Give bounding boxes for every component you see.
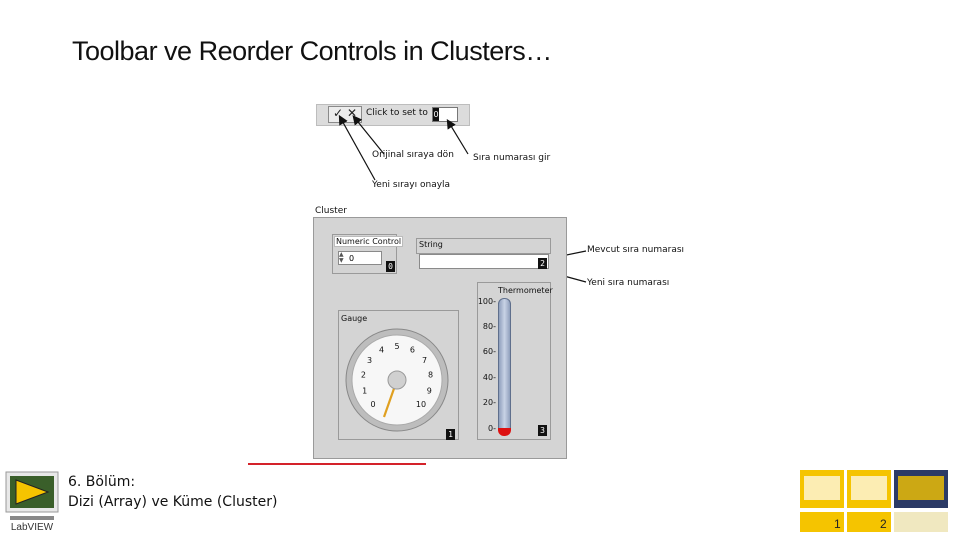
callout-new-order: Yeni sıra numarası [587,278,670,288]
arrow-confirm [338,114,376,181]
chapter-name: Dizi (Array) ve Küme (Cluster) [68,494,278,510]
click-to-set-label: Click to set to [366,108,428,118]
gauge-tick-label: 4 [379,346,384,355]
revert-x-icon[interactable]: ✕ [347,106,358,120]
chapter-title: 6. Bölüm: Dizi (Array) ve Küme (Cluster) [68,472,277,512]
confirm-check-icon[interactable]: ✓ [333,106,344,120]
labview-books-icon: 1 2 [800,470,948,532]
thermometer-tick: 100- [477,297,496,306]
gauge-tick-label: 10 [416,400,426,409]
gauge-label: Gauge [341,314,368,323]
svg-text:2: 2 [880,517,887,531]
chapter-number: 6. Bölüm: [68,474,136,490]
slide-title: Toolbar ve Reorder Controls in Clusters… [72,36,552,66]
gauge-tick-label: 9 [427,387,432,396]
thermometer-tick: 60- [482,347,496,356]
gauge-tick-label: 6 [410,346,415,355]
numeric-control-label: Numeric Control [334,236,404,247]
numeric-order-tag[interactable]: 0 [386,261,395,272]
callout-enter-number: Sıra numarası gir [473,153,551,163]
arrow-enter-number [446,118,469,155]
thermometer-label: Thermometer [498,286,553,295]
thermometer-tube[interactable] [498,298,511,433]
labview-logo-icon: LabVIEW [5,471,59,533]
gauge-tick-label: 2 [361,371,366,380]
gauge-hub [387,370,407,390]
string-control-input[interactable] [419,254,549,269]
numeric-control-input[interactable]: 0 [338,251,382,265]
string-control-frame [416,238,551,254]
thermometer-tick: 80- [482,322,496,331]
svg-text:LabVIEW: LabVIEW [11,522,54,533]
callout-confirm: Yeni sırayı onayla [372,180,451,190]
arrow-revert [352,115,385,155]
gauge-tick-label: 1 [362,387,367,396]
gauge-dial[interactable]: 01 234 5 678 910 [341,328,453,436]
increment-arrows-icon[interactable]: ▲▼ [339,251,344,264]
order-number-input[interactable]: 0 [432,107,458,122]
accent-bar [248,463,426,465]
thermometer-tick: 0- [488,424,496,433]
thermometer-bulb [498,428,511,436]
order-index-value: 0 [433,108,439,121]
thermometer-frame [477,282,551,440]
string-order-tag[interactable]: 2 [538,258,547,269]
gauge-order-tag[interactable]: 1 [446,429,455,440]
thermometer-tick: 20- [482,398,496,407]
svg-text:1: 1 [834,517,841,531]
thermometer-order-tag[interactable]: 3 [538,425,547,436]
thermometer-tick: 40- [482,373,496,382]
gauge-tick-label: 3 [367,356,372,365]
gauge-tick-label: 7 [422,356,427,365]
cluster-label: Cluster [315,206,347,216]
callout-revert: Orijinal sıraya dön [372,150,454,160]
gauge-frame [338,310,459,440]
string-control-label: String [419,240,443,249]
callout-current-order: Mevcut sıra numarası [587,245,685,255]
gauge-tick-label: 0 [370,400,375,409]
gauge-tick-label: 8 [428,371,433,380]
gauge-tick-label: 5 [394,342,399,351]
